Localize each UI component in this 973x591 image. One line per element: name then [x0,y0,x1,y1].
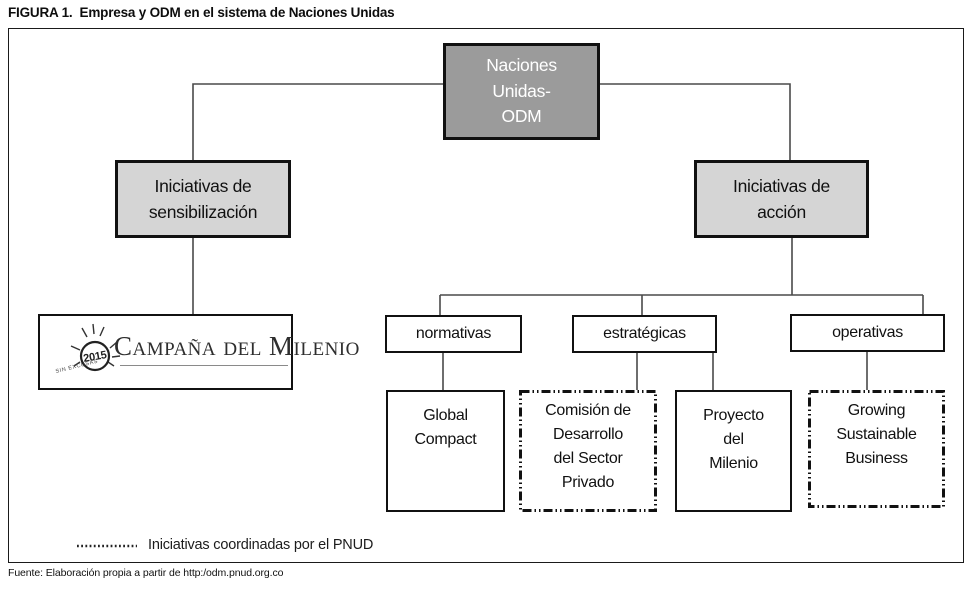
dash-dot-border [519,390,657,512]
node-iniciativas-sensibilizacion: Iniciativas de sensibilización [115,160,291,238]
wordmark-underline [120,364,288,366]
node-label: Iniciativas de sensibilización [148,175,258,222]
node-global-compact: Global Compact [386,390,505,512]
node-label: Growing Sustainable Business [836,402,917,467]
node-comision-desarrollo-sector-privado: Comisión de Desarrollo del Sector Privad… [519,390,657,512]
node-label: Iniciativas de acción [733,175,830,222]
node-naciones-unidas-odm: Naciones Unidas- ODM [443,43,600,140]
figure-title: FIGURA 1. Empresa y ODM en el sistema de… [8,5,395,20]
node-label: Proyecto del Milenio [703,407,764,472]
node-campana-del-milenio: 2015 sin excusas Campaña del Milenio [38,314,360,390]
node-operativas: operativas [790,314,945,352]
node-iniciativas-accion: Iniciativas de acción [694,160,869,238]
logo-circle [79,340,111,372]
node-label: operativas [832,324,903,341]
node-label: Naciones Unidas- ODM [486,55,557,127]
dash-dot-border [808,390,945,508]
node-growing-sustainable-business: Growing Sustainable Business [808,390,945,508]
source-note: Fuente: Elaboración propia a partir de h… [8,567,284,579]
node-label: Campaña del Milenio [114,331,360,361]
node-label: normativas [415,325,492,342]
legend-label: Iniciativas coordinadas por el PNUD [148,537,374,553]
node-label: Comisión de Desarrollo del Sector Privad… [545,402,631,491]
millennium-campaign-logo-icon: 2015 sin excusas [55,323,121,375]
node-normativas: normativas [385,315,522,353]
node-label: estratégicas [603,325,686,342]
node-proyecto-del-milenio: Proyecto del Milenio [675,390,792,512]
logo-year-label: 2015 [82,349,107,365]
campana-wordmark: Campaña del Milenio [114,331,360,366]
node-label: Global Compact [414,407,477,448]
node-estrategicas: estratégicas [572,315,717,353]
